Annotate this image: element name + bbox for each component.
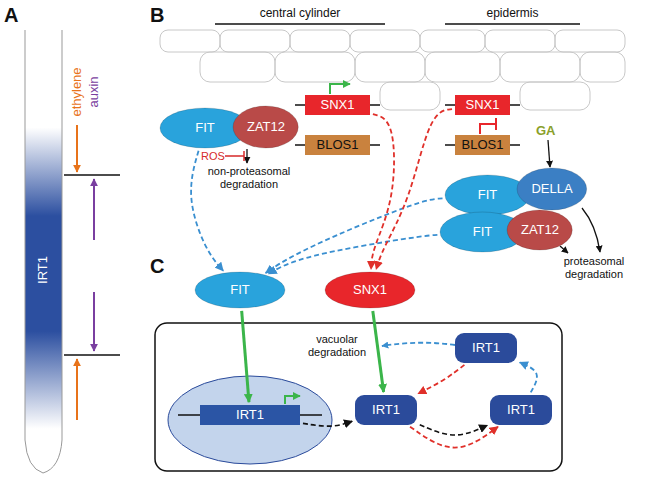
degradation-arrow	[582, 208, 600, 252]
annotation-label: GA	[536, 124, 556, 139]
connector	[410, 427, 498, 448]
panel-letter: A	[4, 4, 18, 27]
annotation-label: auxin	[87, 76, 102, 107]
node-text: BLOS1	[462, 138, 504, 153]
node-text: IRT1	[507, 403, 535, 418]
transporter-box: IRT1	[355, 395, 417, 425]
connector	[520, 362, 537, 392]
gene-box: SNX1	[455, 95, 510, 115]
node-text: FIT	[230, 283, 250, 298]
protein-oval: ZAT12	[233, 106, 298, 148]
transcription-arrow	[285, 396, 300, 404]
node-text: FIT	[473, 225, 493, 240]
node-text: FIT	[478, 188, 498, 203]
gene-box: SNX1	[305, 95, 370, 115]
annotation-label: non-proteasomal degradation	[205, 165, 293, 190]
inhibition-symbol	[225, 151, 244, 161]
region-bar	[215, 23, 385, 25]
ethylene-arrow	[76, 125, 78, 172]
annotation-label: IRT1	[36, 256, 51, 284]
zone-boundary	[64, 174, 120, 176]
connector	[266, 198, 443, 273]
connector	[371, 114, 394, 269]
gene-box: IRT1	[200, 405, 300, 425]
transporter-box: IRT1	[490, 395, 552, 425]
ga-arrow	[548, 140, 550, 167]
node-text: FIT	[195, 121, 215, 136]
activation-arrow	[330, 84, 350, 94]
protein-oval: DELLA	[517, 168, 587, 210]
annotation-label: vacuolar degradation	[300, 333, 374, 358]
annotation-label: ethylene	[70, 67, 85, 116]
auxin-arrow	[93, 179, 95, 240]
repression-symbol	[480, 118, 496, 134]
connector	[269, 235, 438, 274]
nucleus	[168, 376, 332, 464]
connector	[242, 311, 249, 402]
connector	[418, 365, 464, 394]
annotation-label: central cylinder	[215, 7, 385, 21]
panel-letter: C	[150, 255, 164, 278]
zone-boundary	[64, 354, 120, 356]
gene-box: BLOS1	[455, 135, 511, 155]
ethylene-arrow	[76, 359, 78, 420]
node-text: SNX1	[321, 98, 355, 113]
annotation-label: epidermis	[445, 7, 580, 21]
connector	[373, 311, 384, 392]
node-text: ZAT12	[521, 223, 559, 238]
region-bar	[445, 23, 580, 25]
node-text: IRT1	[236, 408, 264, 423]
vacuolar-arrow	[382, 343, 455, 346]
degradation-arrow	[560, 246, 568, 253]
annotation-label: proteasomal degradation	[548, 255, 640, 280]
node-text: IRT1	[372, 403, 400, 418]
connector	[376, 109, 452, 269]
root-outline	[25, 30, 62, 473]
degradation-arrow	[246, 149, 247, 163]
auxin-arrow	[93, 292, 95, 351]
node-text: DELLA	[531, 182, 572, 197]
protein-oval: FIT	[445, 175, 530, 215]
protein-oval: FIT	[195, 272, 285, 308]
transporter-box: IRT1	[455, 333, 517, 363]
gene-box: BLOS1	[305, 135, 370, 155]
node-text: ZAT12	[247, 120, 285, 135]
connector	[303, 421, 352, 426]
node-text: SNX1	[353, 283, 387, 298]
node-text: BLOS1	[317, 138, 359, 153]
connector	[420, 425, 488, 435]
annotation-label: ROS	[201, 150, 225, 163]
node-text: SNX1	[466, 98, 500, 113]
protein-oval: SNX1	[325, 272, 415, 308]
protein-oval: ZAT12	[507, 210, 572, 250]
cell-boundary	[155, 323, 562, 471]
panel-letter: B	[150, 4, 164, 27]
node-text: IRT1	[472, 341, 500, 356]
cell-outlines	[160, 30, 625, 110]
